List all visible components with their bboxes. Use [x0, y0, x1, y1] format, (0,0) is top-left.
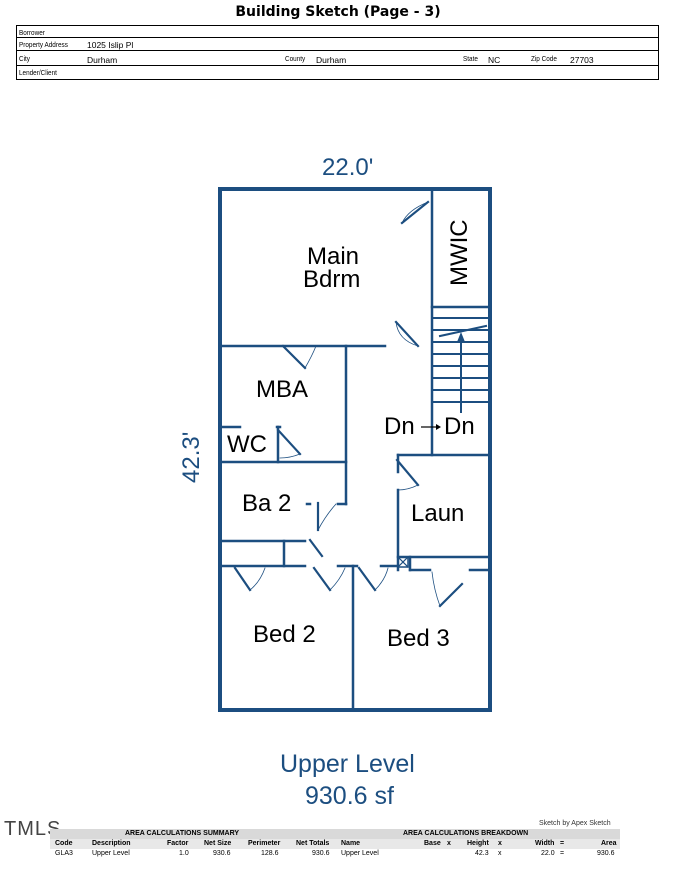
room-label-main: Main [307, 243, 360, 270]
zip-label: Zip Code [531, 54, 557, 63]
sketch-credit: Sketch by Apex Sketch [539, 820, 611, 827]
stairs-down-label-left: Dn [384, 413, 415, 440]
row-net-totals: 930.6 [312, 850, 330, 857]
room-label-bdrm: Bdrm [303, 266, 361, 293]
stairs-down-label-right: Dn [444, 413, 475, 440]
col-height: Height [467, 840, 489, 847]
city-value: Durham [87, 55, 118, 65]
col-x1: x [447, 840, 451, 847]
state-value: NC [488, 55, 501, 65]
width-dimension: 22.0' [322, 154, 374, 181]
col-net-totals: Net Totals [296, 840, 330, 847]
area-calculations: AREA CALCULATIONS SUMMARY AREA CALCULATI… [50, 829, 620, 861]
page-title: Building Sketch (Page - 3) [235, 4, 441, 20]
col-width: Width [535, 840, 555, 847]
row-name: Upper Level [341, 850, 379, 857]
col-x2: x [498, 840, 502, 847]
level-area: 930.6 sf [305, 782, 394, 810]
room-label-mwic: MWIC [446, 219, 473, 286]
col-area: Area [601, 840, 617, 847]
summary-title: AREA CALCULATIONS SUMMARY [125, 830, 240, 837]
col-description: Description [92, 840, 131, 847]
county-value: Durham [316, 55, 347, 65]
row-factor: 1.0 [179, 850, 189, 857]
breakdown-title: AREA CALCULATIONS BREAKDOWN [403, 830, 529, 837]
level-name: Upper Level [280, 750, 415, 778]
room-label-laun: Laun [411, 500, 465, 527]
zip-value: 27703 [570, 55, 594, 65]
room-label-bed2: Bed 2 [253, 621, 316, 648]
door-swings [233, 200, 464, 608]
exterior-wall [218, 187, 492, 712]
height-dimension: 42.3' [178, 431, 205, 483]
row-equals: = [560, 850, 565, 857]
row-area: 930.6 [597, 850, 615, 857]
property-header: Borrower Property Address 1025 Islip Pl … [16, 25, 659, 80]
interior-walls [218, 187, 492, 712]
property-address-value: 1025 Islip Pl [87, 40, 134, 50]
row-code: GLA3 [55, 850, 73, 857]
row-x: x [498, 850, 502, 857]
city-label: City [19, 54, 30, 63]
lender-label: Lender/Client [19, 68, 57, 77]
col-name: Name [341, 840, 361, 847]
room-label-ba2: Ba 2 [242, 490, 292, 517]
county-label: County [285, 54, 306, 63]
room-label-bed3: Bed 3 [387, 625, 450, 652]
col-equals: = [560, 840, 565, 847]
row-description: Upper Level [92, 850, 130, 857]
borrower-label: Borrower [19, 28, 45, 37]
room-label-wc: WC [227, 431, 267, 458]
row-width: 22.0 [541, 850, 555, 857]
staircase [431, 317, 491, 413]
state-label: State [463, 54, 478, 63]
col-net-size: Net Size [204, 840, 232, 847]
property-address-label: Property Address [19, 40, 68, 49]
col-code: Code [55, 840, 73, 847]
row-perimeter: 128.6 [261, 850, 279, 857]
row-height: 42.3 [475, 850, 489, 857]
room-label-mba: MBA [256, 376, 309, 403]
col-base: Base [424, 840, 441, 847]
col-factor: Factor [167, 840, 189, 847]
mls-logo: TMLS [4, 818, 62, 840]
row-net-size: 930.6 [213, 850, 231, 857]
col-perimeter: Perimeter [248, 840, 281, 847]
